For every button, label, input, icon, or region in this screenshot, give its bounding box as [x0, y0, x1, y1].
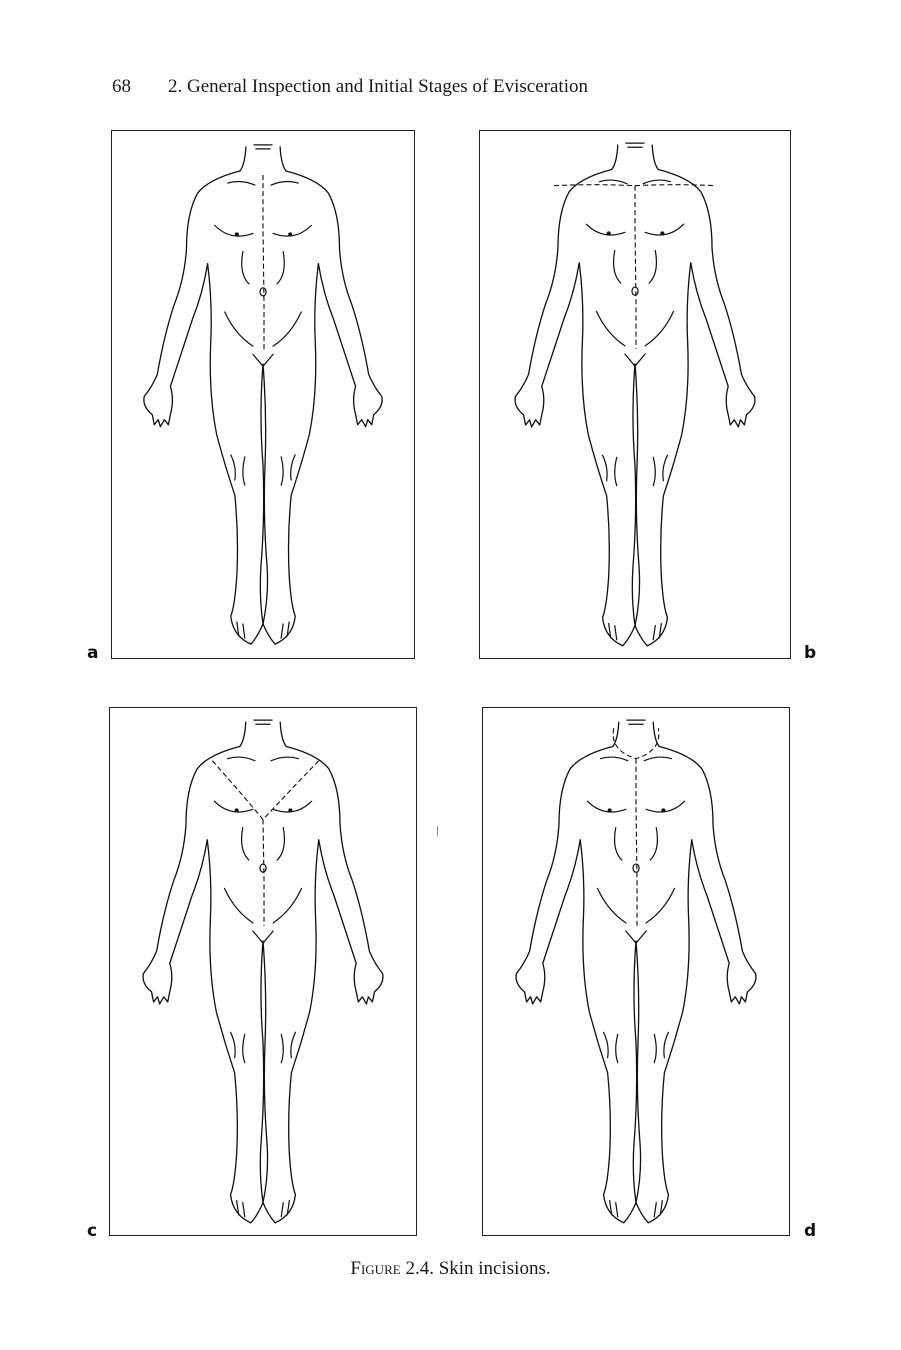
- figure-panel-b: [479, 130, 791, 659]
- figure-panel-a: [111, 130, 415, 659]
- body-outline-drawing: [515, 719, 757, 1224]
- figure-panel-c: [109, 707, 417, 1236]
- caption-figure-word: Figure: [350, 1258, 401, 1279]
- caption-text: Skin incisions.: [438, 1258, 551, 1279]
- panel-label-c: c: [87, 1221, 98, 1241]
- panel-label-a: a: [87, 643, 99, 663]
- running-header: 68 2. General Inspection and Initial Stag…: [112, 76, 588, 98]
- figure-panel-d: [482, 707, 790, 1236]
- scan-mark: [437, 826, 438, 836]
- shoulder-incision: [553, 184, 717, 187]
- panel-label-b: b: [804, 643, 817, 663]
- body-outline-drawing: [142, 719, 384, 1224]
- midline-incision: [262, 175, 265, 350]
- caption-figure-number: 2.4.: [405, 1258, 434, 1279]
- panel-label-d: d: [804, 1221, 817, 1241]
- page-number: 68: [112, 76, 131, 97]
- body-outline-drawing: [143, 144, 383, 645]
- neck-loop-incision: [612, 728, 660, 760]
- running-title: 2. General Inspection and Initial Stages…: [168, 76, 588, 97]
- midline-incision: [262, 819, 265, 926]
- midline-incision: [634, 185, 637, 349]
- body-outline-drawing: [514, 142, 756, 647]
- figure-caption: Figure 2.4. Skin incisions.: [0, 1258, 901, 1280]
- midline-incision: [635, 758, 638, 926]
